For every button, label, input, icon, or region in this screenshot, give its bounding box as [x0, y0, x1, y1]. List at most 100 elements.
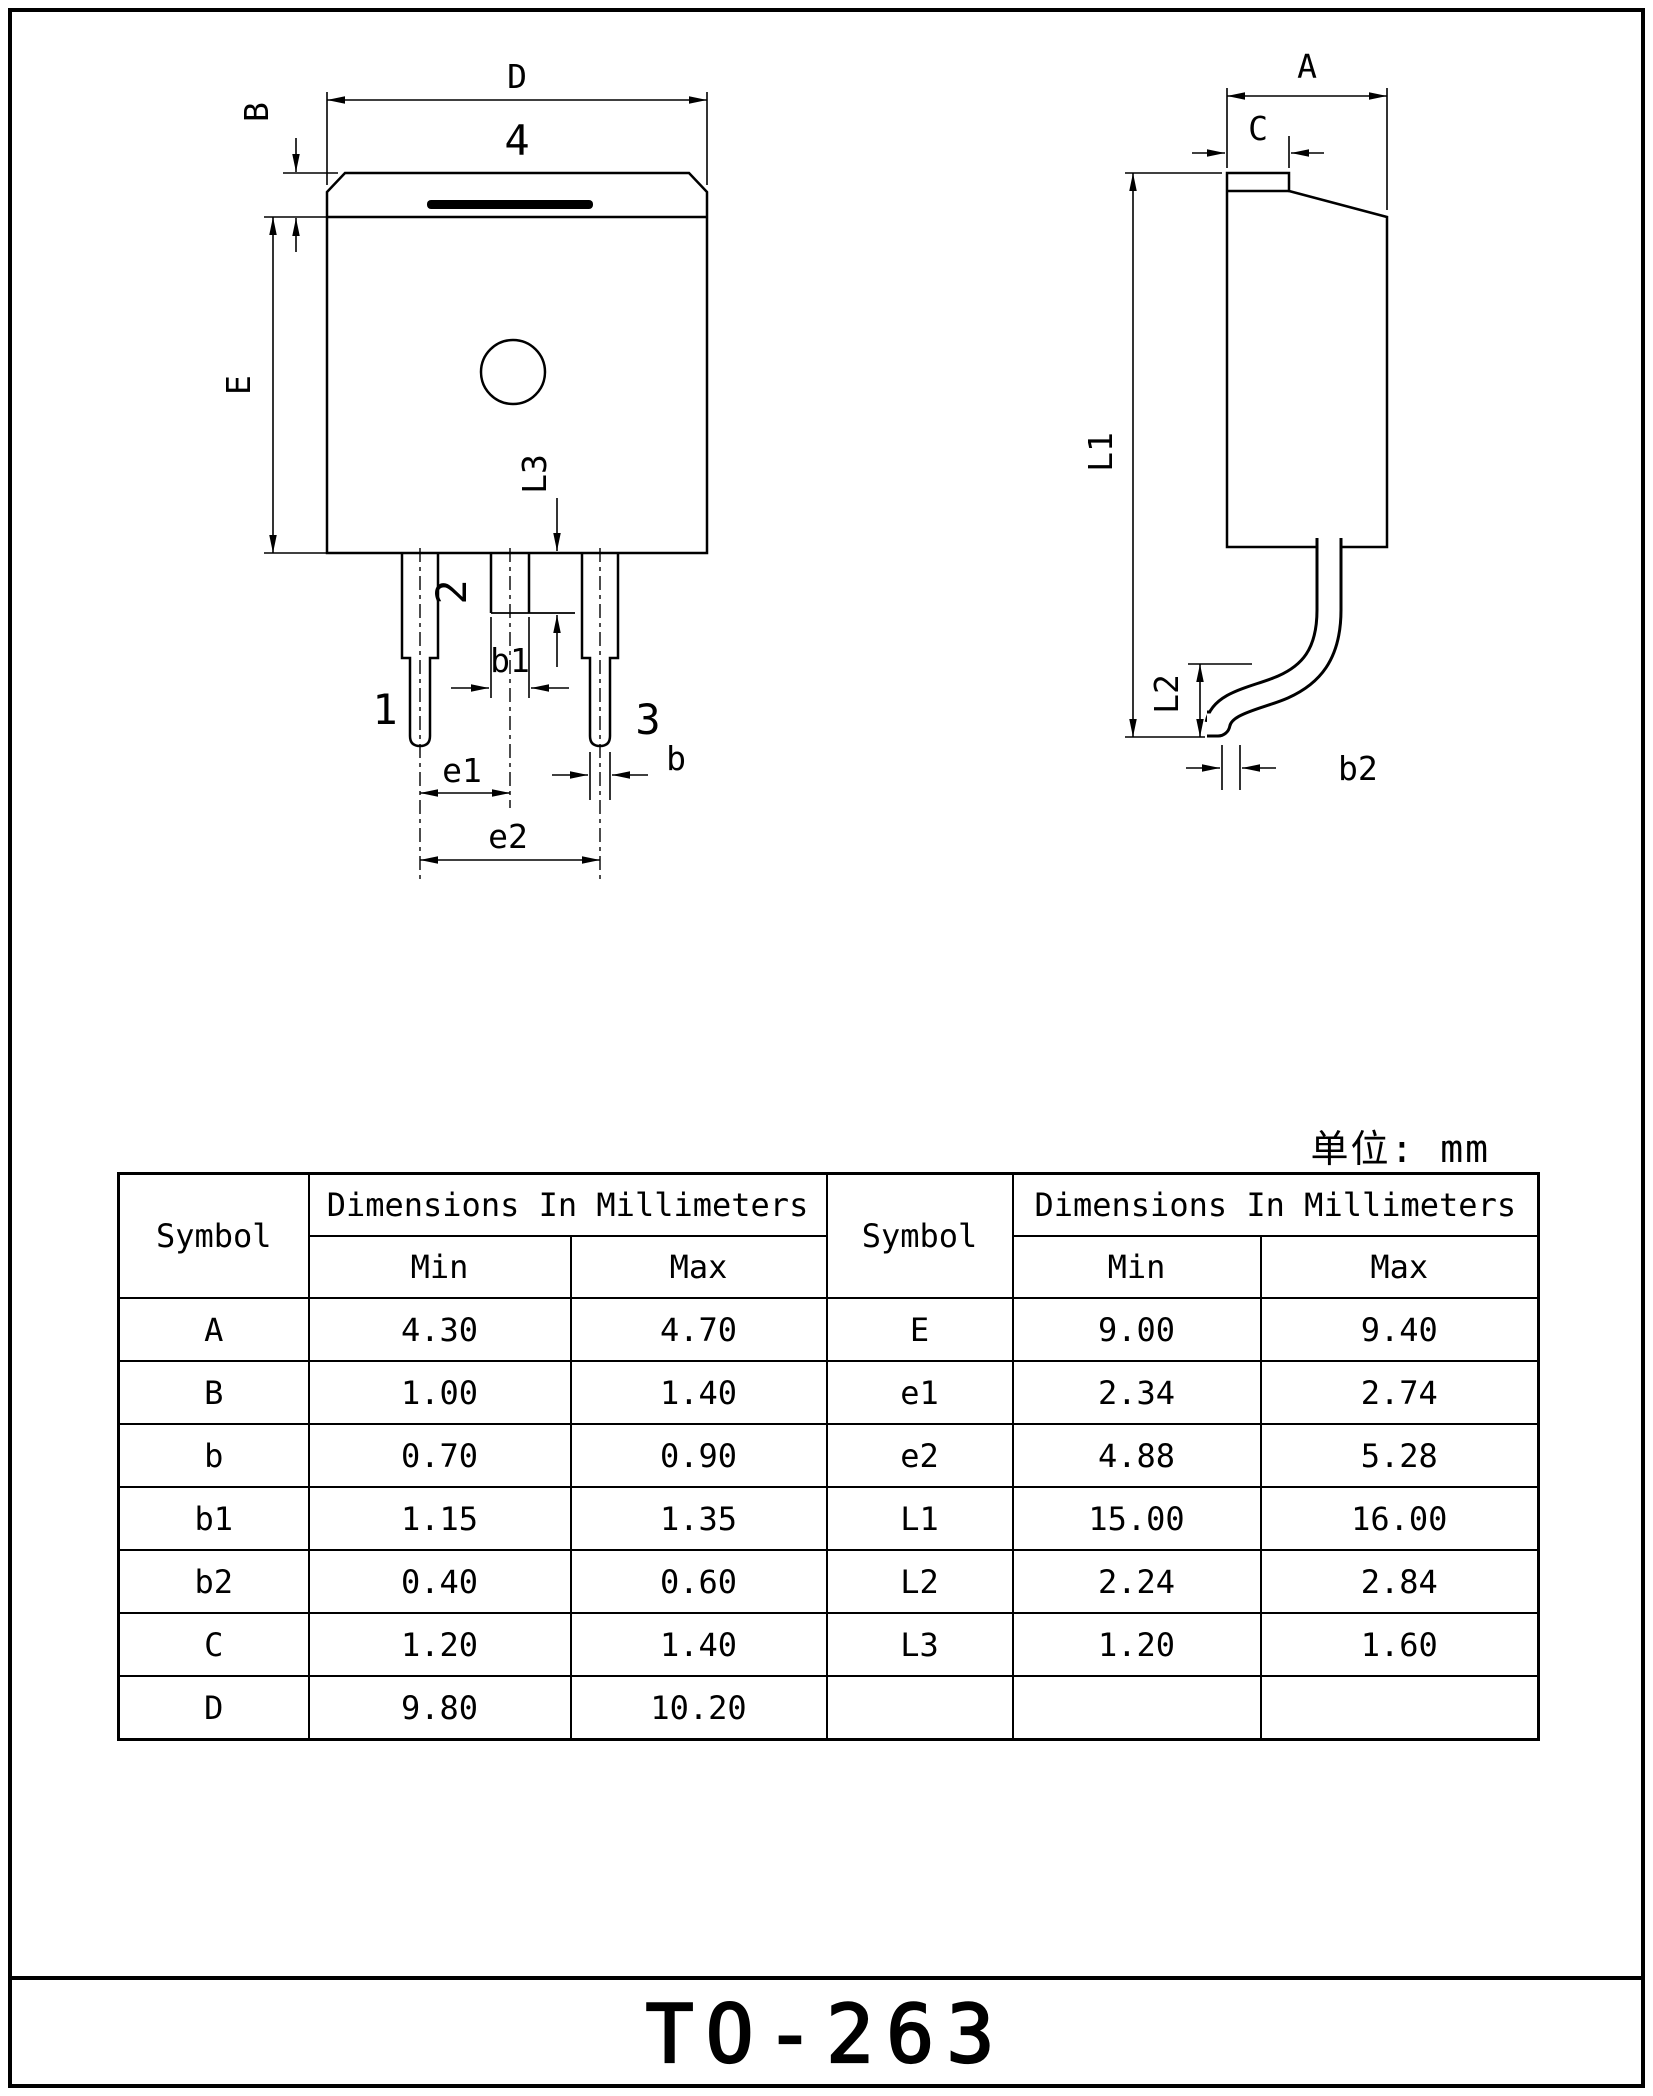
cell-min: 0.40 — [307, 1549, 572, 1614]
cell-max: 0.90 — [569, 1423, 828, 1488]
side-dim-C — [1192, 136, 1324, 168]
cell-symbol: B — [117, 1360, 310, 1425]
pin-label-4: 4 — [504, 116, 529, 165]
dim-label-e2: e2 — [488, 817, 528, 856]
side-view: A C L1 L2 b2 — [1081, 47, 1389, 790]
cell-min: 9.00 — [1011, 1297, 1262, 1362]
symbol-header: Symbol — [117, 1172, 310, 1299]
pin-label-1: 1 — [372, 685, 397, 734]
dim-label-E: E — [219, 375, 258, 395]
table-row: b2 0.40 0.60 L2 2.24 2.84 — [117, 1549, 1540, 1614]
cell-max: 2.74 — [1259, 1360, 1540, 1425]
cell-min — [1011, 1675, 1262, 1741]
table-row: b 0.70 0.90 e2 4.88 5.28 — [117, 1423, 1540, 1488]
pin-label-2: 2 — [427, 579, 476, 604]
side-lead-inner — [1207, 538, 1340, 735]
dim-label-B: B — [237, 102, 276, 122]
side-body-outline — [1225, 171, 1389, 549]
table-row: A 4.30 4.70 E 9.00 9.40 — [117, 1297, 1540, 1362]
cell-max: 2.84 — [1259, 1549, 1540, 1614]
cell-symbol: L1 — [825, 1486, 1014, 1551]
front-dim-b1 — [451, 617, 569, 698]
side-dim-L2 — [1188, 663, 1252, 737]
cell-symbol: e2 — [825, 1423, 1014, 1488]
cell-max — [1259, 1675, 1540, 1741]
cell-max: 16.00 — [1259, 1486, 1540, 1551]
max-header: Max — [1259, 1235, 1540, 1299]
front-lead-2-stub — [489, 553, 531, 613]
cell-symbol: b — [117, 1423, 310, 1488]
cell-max: 10.20 — [569, 1675, 828, 1741]
dim-label-b2: b2 — [1338, 749, 1378, 788]
table-header-row-1: Symbol Dimensions In Millimeters Symbol … — [117, 1172, 1540, 1299]
cell-min: 2.24 — [1011, 1549, 1262, 1614]
table-row: B 1.00 1.40 e1 2.34 2.74 — [117, 1360, 1540, 1425]
dim-label-L1: L1 — [1081, 432, 1120, 472]
table-row: D 9.80 10.20 — [117, 1675, 1540, 1741]
side-dim-A — [1226, 88, 1388, 210]
max-header: Max — [569, 1235, 828, 1299]
cell-max: 0.60 — [569, 1549, 828, 1614]
cell-symbol: C — [117, 1612, 310, 1677]
cell-max: 9.40 — [1259, 1297, 1540, 1362]
cell-symbol: b2 — [117, 1549, 310, 1614]
front-lead-centerlines — [419, 548, 601, 880]
cell-max: 1.40 — [569, 1612, 828, 1677]
dim-label-A: A — [1297, 47, 1317, 86]
cell-min: 1.20 — [1011, 1612, 1262, 1677]
front-dim-D — [326, 92, 708, 185]
cell-max: 1.40 — [569, 1360, 828, 1425]
cell-min: 9.80 — [307, 1675, 572, 1741]
cell-symbol: b1 — [117, 1486, 310, 1551]
cell-min: 1.20 — [307, 1612, 572, 1677]
dim-label-e1: e1 — [442, 751, 482, 790]
cell-symbol: L3 — [825, 1612, 1014, 1677]
cell-min: 2.34 — [1011, 1360, 1262, 1425]
table-row: C 1.20 1.40 L3 1.20 1.60 — [117, 1612, 1540, 1677]
side-dim-b2 — [1186, 745, 1276, 790]
min-header: Min — [1011, 1235, 1262, 1299]
cell-symbol: e1 — [825, 1360, 1014, 1425]
cell-symbol: D — [117, 1675, 310, 1741]
page-border-frame — [8, 8, 1645, 2088]
dim-label-D: D — [507, 57, 527, 96]
cell-max: 1.35 — [569, 1486, 828, 1551]
cell-min: 0.70 — [307, 1423, 572, 1488]
front-body-outline — [325, 171, 709, 555]
cell-symbol: A — [117, 1297, 310, 1362]
cell-max: 1.60 — [1259, 1612, 1540, 1677]
pin-label-3: 3 — [635, 695, 660, 744]
cell-min: 1.00 — [307, 1360, 572, 1425]
min-header: Min — [307, 1235, 572, 1299]
title-block-separator — [8, 1976, 1645, 1980]
cell-symbol: E — [825, 1297, 1014, 1362]
dimensions-table: Symbol Dimensions In Millimeters Symbol … — [117, 1172, 1541, 1741]
units-note: 单位: mm — [1310, 1127, 1490, 1171]
dim-label-b: b — [666, 739, 686, 778]
cell-max: 5.28 — [1259, 1423, 1540, 1488]
front-dim-E — [264, 217, 327, 554]
front-tab-mark — [427, 200, 593, 209]
table-row: b1 1.15 1.35 L1 15.00 16.00 — [117, 1486, 1540, 1551]
cell-min: 15.00 — [1011, 1486, 1262, 1551]
cell-min: 4.88 — [1011, 1423, 1262, 1488]
side-dim-L1 — [1125, 172, 1222, 738]
title-block: TO-263 — [644, 1987, 1007, 2082]
front-mounting-hole — [479, 338, 547, 406]
cell-symbol: L2 — [825, 1549, 1014, 1614]
dims-header-left: Dimensions In Millimeters — [307, 1172, 828, 1237]
package-outline-drawing: D 4 B E L3 2 1 3 b1 b e1 e2 — [219, 47, 1389, 880]
dim-label-L2: L2 — [1147, 674, 1186, 714]
cell-symbol — [825, 1675, 1014, 1741]
dims-header-right: Dimensions In Millimeters — [1011, 1172, 1540, 1237]
symbol-header: Symbol — [825, 1172, 1014, 1299]
cell-min: 4.30 — [307, 1297, 572, 1362]
dim-label-b1: b1 — [490, 641, 530, 680]
front-dim-b — [552, 752, 648, 800]
package-title: TO-263 — [646, 1988, 1007, 2081]
dim-label-L3: L3 — [515, 454, 554, 494]
table-header-row-2: Min Max Min Max — [119, 1235, 1540, 1299]
cell-max: 4.70 — [569, 1297, 828, 1362]
front-view: D 4 B E L3 2 1 3 b1 b e1 e2 — [219, 57, 709, 880]
